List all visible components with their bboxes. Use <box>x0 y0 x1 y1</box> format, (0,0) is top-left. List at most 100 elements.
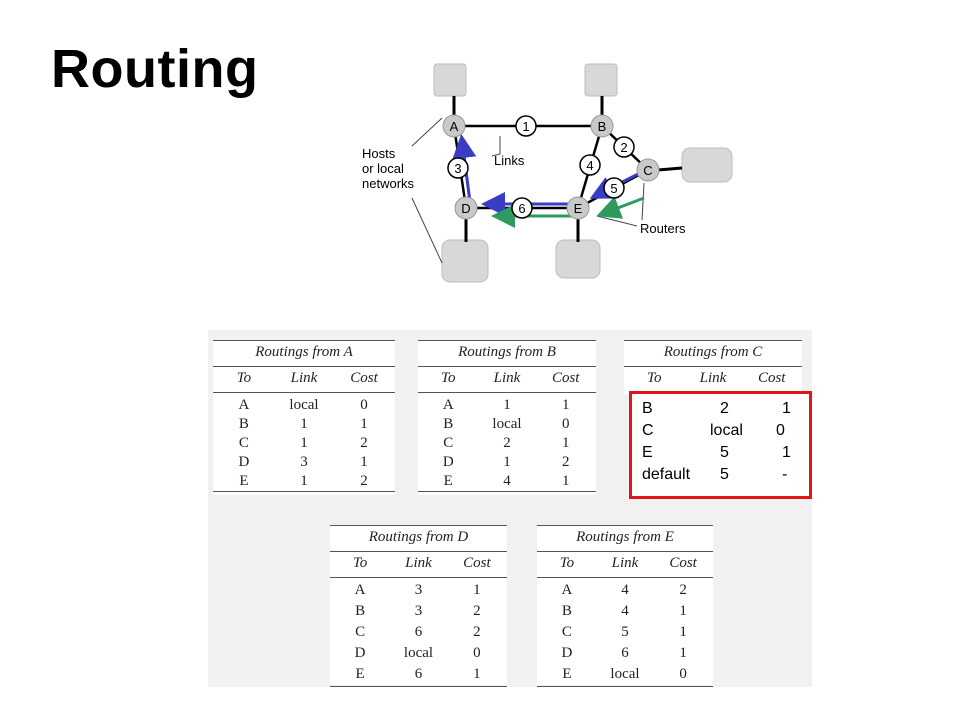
table-header-link: Link <box>611 555 639 571</box>
table-cell: C <box>561 624 572 640</box>
host-network-d <box>441 239 489 283</box>
table-cell: 6 <box>414 666 423 682</box>
table-cell: E <box>443 473 453 489</box>
hosts-label-3: networks <box>362 176 415 191</box>
table-rule <box>418 491 596 492</box>
table-cell: 2 <box>360 473 368 489</box>
table-header-link: Link <box>493 370 521 386</box>
table-cell: 6 <box>621 645 629 661</box>
link-6: 6 <box>511 197 533 219</box>
table-cell: 3 <box>414 603 423 619</box>
svg-text:3: 3 <box>454 161 461 176</box>
table-cell: 1 <box>300 435 308 451</box>
table-cell: A <box>442 397 454 413</box>
table-cell: 2 <box>473 624 481 640</box>
table-cell: 1 <box>679 603 687 619</box>
link-1: 1 <box>515 115 537 137</box>
table-header-cost: Cost <box>757 370 786 386</box>
table-cell: 1 <box>561 397 570 413</box>
highlight-box: B 2 1 C local 0 E 5 1 default 5 - <box>629 391 812 499</box>
table-cell: 1 <box>300 473 308 489</box>
table-rule <box>213 366 395 367</box>
svg-text:4: 4 <box>586 158 593 173</box>
svg-text:B: B <box>598 119 607 134</box>
table-cell: 2 <box>473 603 481 619</box>
link-4: 4 <box>579 154 601 176</box>
svg-text:A: A <box>450 119 459 134</box>
table-cell: 2 <box>561 454 570 470</box>
table-cell: D <box>238 454 250 470</box>
table-header-to: To <box>352 555 368 571</box>
table-cell: 6 <box>414 624 423 640</box>
table-cell: 0 <box>679 666 687 682</box>
table-cell: 1 <box>360 416 368 432</box>
svg-text:1: 1 <box>522 119 529 134</box>
router-e: E <box>566 196 590 220</box>
highlight-row: E 5 1 <box>642 444 791 461</box>
network-diagram: 1 2 3 4 5 6 A B C D E Hosts or loca <box>362 63 733 283</box>
highlight-row: B 2 1 <box>642 400 791 417</box>
table-rule <box>418 366 596 367</box>
table-rule <box>418 392 596 393</box>
table-rule <box>330 577 507 578</box>
table-cell: 1 <box>473 666 481 682</box>
table-header-link: Link <box>405 555 432 571</box>
svg-text:E: E <box>574 201 583 216</box>
table-cell: C <box>238 435 249 451</box>
host-network-c <box>681 147 733 183</box>
svg-text:6: 6 <box>518 201 525 216</box>
table-cell: E <box>239 473 249 489</box>
table-cell: 1 <box>360 454 368 470</box>
router-d: D <box>454 196 478 220</box>
table-cell: local <box>492 416 522 432</box>
table-cell: A <box>561 582 573 598</box>
table-cell: 0 <box>561 416 570 432</box>
link-5: 5 <box>603 177 625 199</box>
table-rule <box>624 366 802 367</box>
table-header-cost: Cost <box>463 555 491 571</box>
table-header-to: To <box>236 370 252 386</box>
table-cell: local <box>403 645 434 661</box>
router-b: B <box>590 114 614 138</box>
table-cell: 0 <box>360 397 368 413</box>
table-header-to: To <box>441 370 456 386</box>
table-cell: E <box>355 666 365 682</box>
table-rule <box>330 525 507 526</box>
link-2: 2 <box>613 136 635 158</box>
host-network-e <box>555 239 601 279</box>
table-cell: 0 <box>473 645 481 661</box>
table-rule <box>537 551 713 552</box>
table-caption: Routings from D <box>368 529 469 545</box>
host-network-b <box>584 63 618 97</box>
links-label: Links <box>494 153 525 168</box>
table-cell: D <box>354 645 366 661</box>
highlight-row: default 5 - <box>642 466 788 483</box>
table-rule <box>213 340 395 341</box>
table-cell: 1 <box>503 454 511 470</box>
table-cell: 1 <box>561 435 570 451</box>
table-cell: 2 <box>360 435 368 451</box>
host-network-a <box>433 63 467 97</box>
table-cell: D <box>442 454 454 470</box>
table-cell: B <box>238 416 249 432</box>
table-cell: 1 <box>679 624 687 640</box>
table-rule <box>213 392 395 393</box>
table-rule <box>537 577 713 578</box>
table-cell: 2 <box>503 435 511 451</box>
table-cell: 1 <box>561 473 570 489</box>
table-cell: C <box>355 624 366 640</box>
table-cell: 3 <box>414 582 423 598</box>
table-rule <box>418 340 596 341</box>
table-cell: local <box>610 666 640 682</box>
table-cell: B <box>443 416 454 432</box>
table-cell: B <box>561 603 572 619</box>
hosts-label-2: or local <box>362 161 404 176</box>
table-header-to: To <box>647 370 662 386</box>
table-caption: Routings from A <box>255 344 353 360</box>
table-cell: D <box>561 645 573 661</box>
link-3: 3 <box>447 157 469 179</box>
router-a: A <box>442 114 466 138</box>
